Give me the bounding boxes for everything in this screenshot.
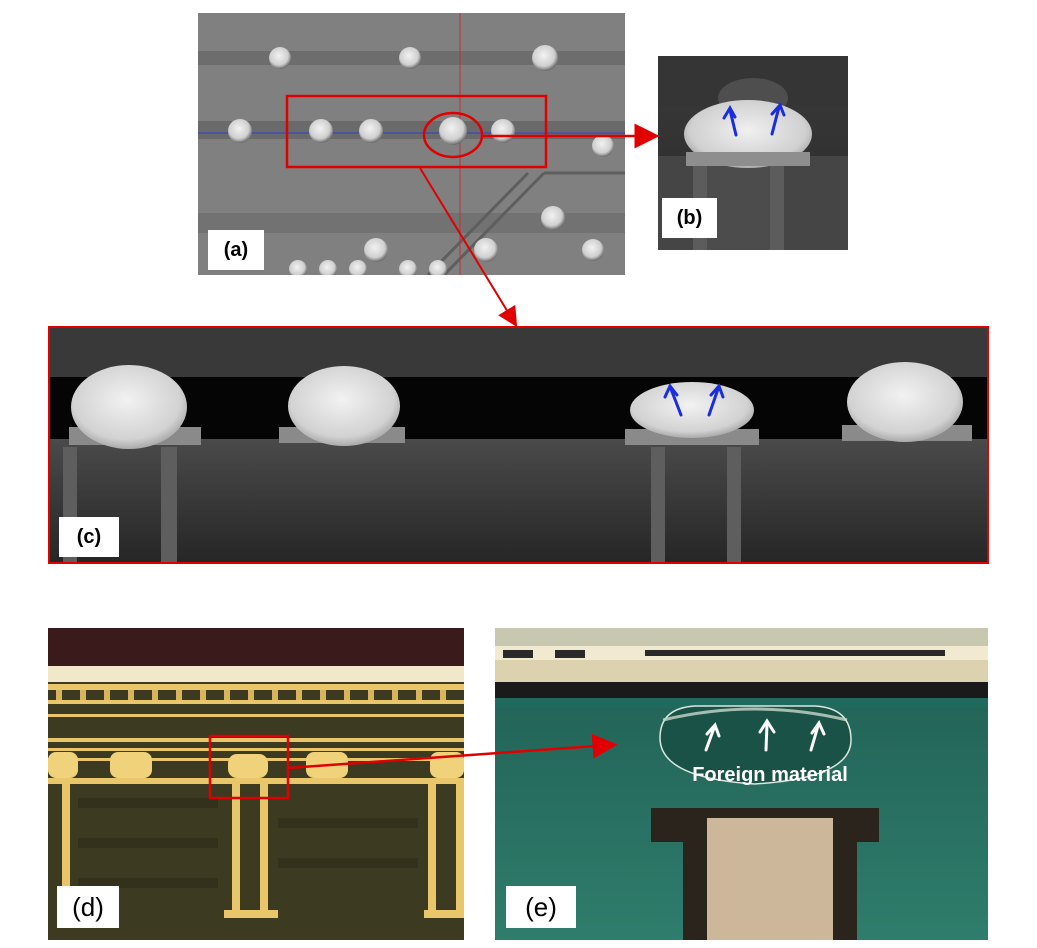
panel-c-xray-cross-section: (c) (49, 327, 988, 563)
panel-a-xray-top-view: (a) (198, 13, 625, 275)
foreign-material-label: Foreign material (692, 764, 848, 786)
panel-e-label: (e) (506, 886, 576, 928)
panel-b-image (658, 56, 848, 250)
panel-e-white-arrows (704, 718, 826, 752)
panel-c-label: (c) (59, 517, 119, 557)
panel-d-optical-cross-section: (d) (48, 628, 464, 940)
panel-e-solder-bump (659, 705, 852, 785)
panel-b-blue-arrows (722, 102, 786, 137)
panel-e-image (495, 628, 988, 940)
panel-a-label: (a) (208, 230, 264, 270)
panel-c-image (49, 327, 988, 563)
panel-b-xray-zoom: (b) (658, 56, 848, 250)
panel-d-label: (d) (57, 886, 119, 928)
panel-e-optical-zoom: Foreign material (e) (495, 628, 988, 940)
panel-b-label: (b) (662, 198, 717, 238)
